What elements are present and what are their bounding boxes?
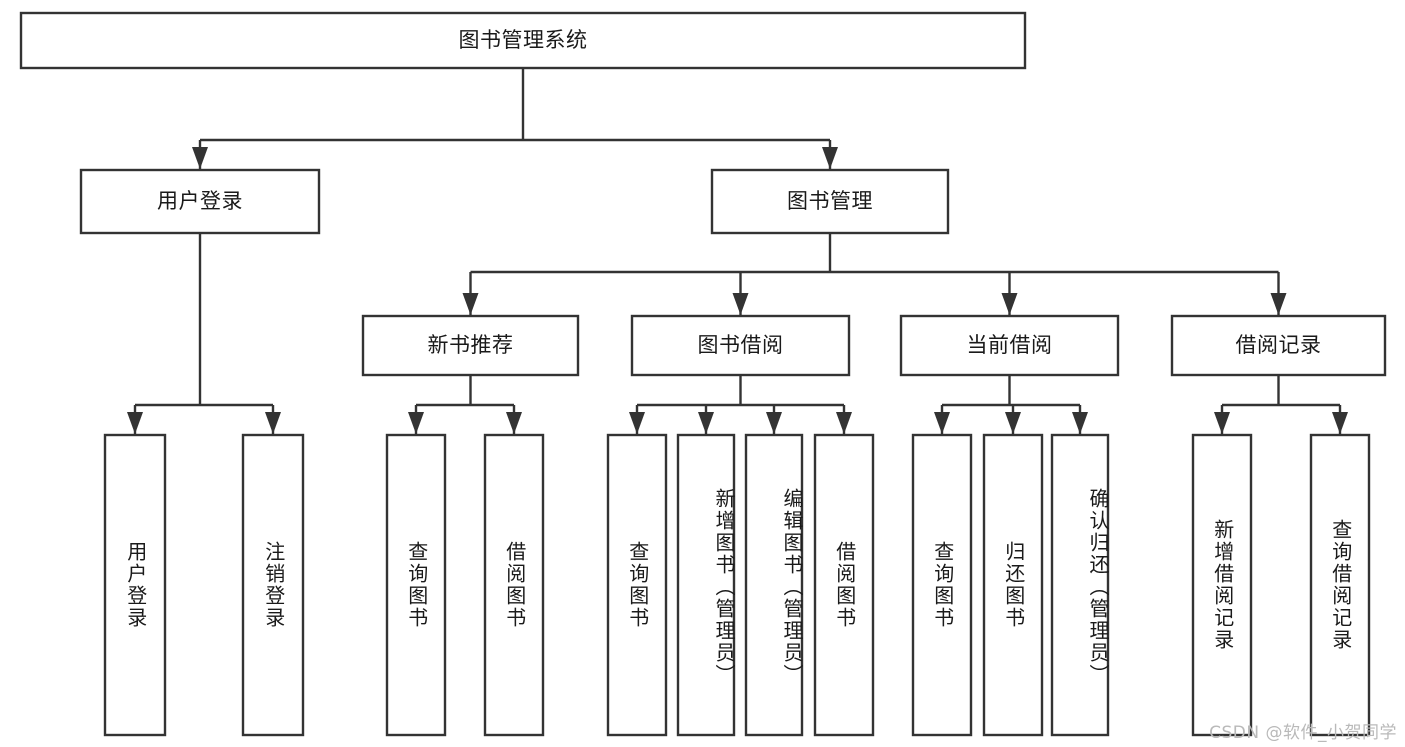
node-box-l1-user-login[interactable]: [79, 168, 321, 235]
arrow-head-icon: [1005, 412, 1021, 434]
node-box-leaf-query-record[interactable]: [1309, 433, 1371, 737]
node-box-leaf-add-record[interactable]: [1191, 433, 1253, 737]
arrow-head-icon: [506, 412, 522, 434]
arrow-head-icon: [1270, 293, 1287, 315]
arrow-head-icon: [265, 412, 281, 434]
node-box-leaf-user-login[interactable]: [103, 433, 167, 737]
node-box-root[interactable]: [19, 11, 1027, 70]
node-box-leaf-return-book[interactable]: [982, 433, 1044, 737]
node-box-leaf-borrow-book-2[interactable]: [813, 433, 875, 737]
arrow-head-icon: [934, 412, 950, 434]
node-box-leaf-query-book-3[interactable]: [911, 433, 973, 737]
node-box-leaf-logout[interactable]: [241, 433, 305, 737]
arrow-head-icon: [1332, 412, 1348, 434]
arrow-head-icon: [1072, 412, 1088, 434]
arrow-head-icon: [698, 412, 714, 434]
node-box-leaf-borrow-book-1[interactable]: [483, 433, 545, 737]
arrow-head-icon: [1214, 412, 1230, 434]
node-box-leaf-edit-book[interactable]: [744, 433, 804, 737]
node-box-l2-new-book-rec[interactable]: [361, 314, 580, 377]
arrow-head-icon: [1001, 293, 1018, 315]
arrow-head-icon: [462, 293, 479, 315]
arrow-head-icon: [732, 293, 749, 315]
node-box-l2-book-borrow[interactable]: [630, 314, 851, 377]
node-box-leaf-confirm-return[interactable]: [1050, 433, 1110, 737]
arrow-head-icon: [192, 147, 208, 169]
arrow-head-icon: [629, 412, 645, 434]
node-box-l2-borrow-record[interactable]: [1170, 314, 1387, 377]
arrow-head-icon: [822, 147, 838, 169]
edge-layer: [127, 68, 1348, 434]
node-box-leaf-query-book-2[interactable]: [606, 433, 668, 737]
arrow-head-icon: [766, 412, 782, 434]
arrow-head-icon: [127, 412, 143, 434]
node-box-l2-current-borrow[interactable]: [899, 314, 1120, 377]
arrow-head-icon: [836, 412, 852, 434]
node-box-l1-book-manage[interactable]: [710, 168, 950, 235]
node-box-leaf-add-book[interactable]: [676, 433, 736, 737]
node-box-leaf-query-book-1[interactable]: [385, 433, 447, 737]
watermark-text: CSDN @软件_小贺同学: [1209, 723, 1397, 743]
node-layer: [19, 11, 1387, 737]
arrow-head-icon: [408, 412, 424, 434]
